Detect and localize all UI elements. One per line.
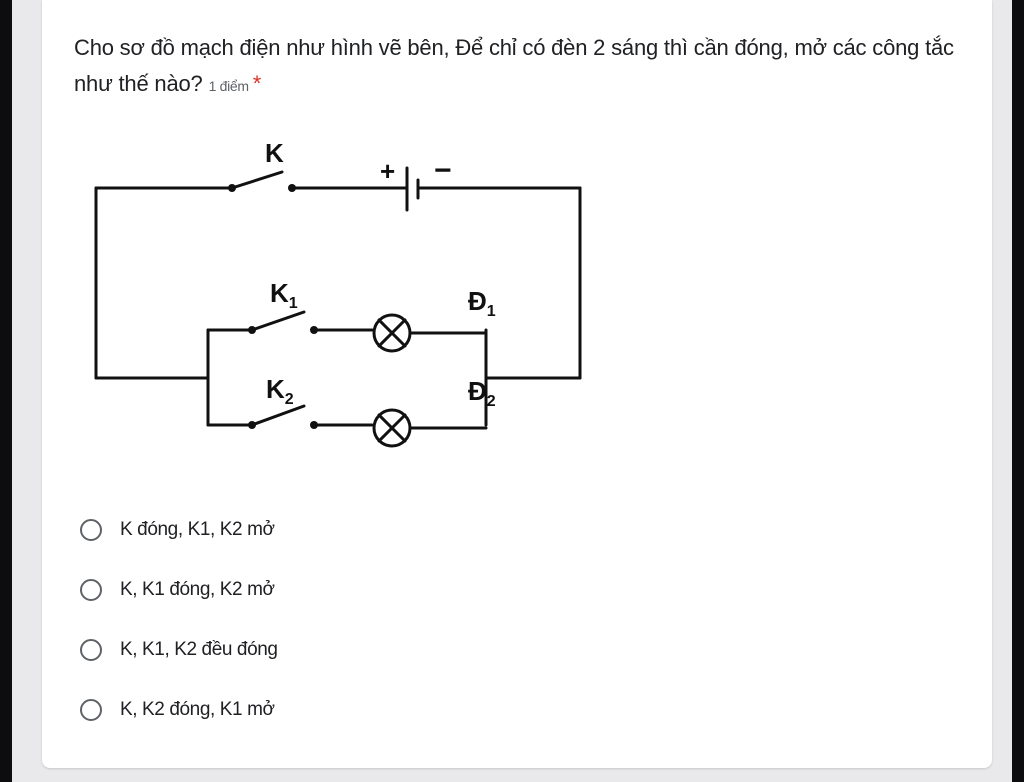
radio-button[interactable] <box>80 519 102 541</box>
option-label: K, K2 đóng, K1 mở <box>120 699 275 720</box>
option-1[interactable]: K đóng, K1, K2 mở <box>74 500 674 560</box>
switch-k-blade <box>230 170 284 190</box>
required-asterisk: * <box>252 71 262 96</box>
label-switch-k: K <box>265 138 284 168</box>
screen-frame-left <box>0 0 12 782</box>
points-label: 1 điểm <box>208 78 250 94</box>
radio-button[interactable] <box>80 699 102 721</box>
answer-options: K đóng, K1, K2 mở K, K1 đóng, K2 mở K, K… <box>74 500 674 740</box>
radio-button[interactable] <box>80 579 102 601</box>
option-label: K đóng, K1, K2 mở <box>120 519 275 540</box>
label-battery-plus: + <box>380 156 395 186</box>
switch-k1-blade <box>250 310 306 332</box>
label-lamp-d2: Đ2 <box>468 376 496 410</box>
option-2[interactable]: K, K1 đóng, K2 mở <box>74 560 674 620</box>
screen-frame-right <box>1012 0 1024 782</box>
label-battery-minus: − <box>434 154 452 187</box>
label-lamp-d1: Đ1 <box>468 286 496 320</box>
option-3[interactable]: K, K1, K2 đều đóng <box>74 620 674 680</box>
question-card: Cho sơ đồ mạch điện như hình vẽ bên, Để … <box>42 0 992 768</box>
option-label: K, K1, K2 đều đóng <box>120 639 278 660</box>
switch-k2-blade <box>250 404 306 427</box>
question-title: Cho sơ đồ mạch điện như hình vẽ bên, Để … <box>74 30 964 104</box>
option-4[interactable]: K, K2 đóng, K1 mở <box>74 680 674 740</box>
radio-button[interactable] <box>80 639 102 661</box>
label-switch-k1: K1 <box>270 278 298 312</box>
circuit-diagram: K + − K1 Đ1 K2 Đ2 <box>94 138 582 448</box>
label-switch-k2: K2 <box>266 374 294 408</box>
option-label: K, K1 đóng, K2 mở <box>120 579 275 600</box>
question-text: Cho sơ đồ mạch điện như hình vẽ bên, Để … <box>74 35 954 96</box>
